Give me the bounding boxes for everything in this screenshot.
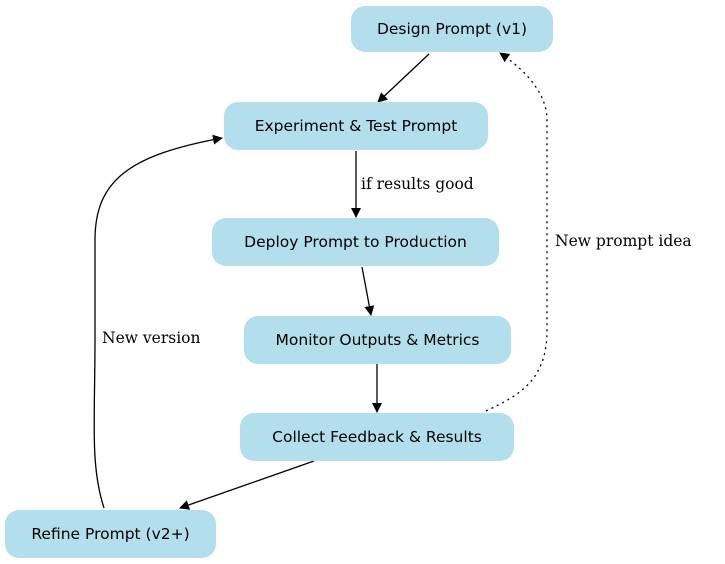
node-collect-feedback-label: Collect Feedback & Results xyxy=(272,428,482,446)
node-refine-prompt-label: Refine Prompt (v2+) xyxy=(31,525,190,543)
edge-label-new-prompt-idea: New prompt idea xyxy=(555,232,692,250)
edge-collect-to-refine xyxy=(179,460,315,510)
edge-label-if-results-good: if results good xyxy=(361,175,474,193)
node-monitor-outputs-label: Monitor Outputs & Metrics xyxy=(275,331,480,349)
node-design-prompt[interactable]: Design Prompt (v1) xyxy=(351,6,553,52)
node-monitor-outputs[interactable]: Monitor Outputs & Metrics xyxy=(244,316,511,364)
node-deploy-production-label: Deploy Prompt to Production xyxy=(244,233,467,251)
node-refine-prompt[interactable]: Refine Prompt (v2+) xyxy=(5,510,216,558)
node-deploy-production[interactable]: Deploy Prompt to Production xyxy=(212,218,499,266)
edge-collect-to-design xyxy=(485,52,548,412)
edge-design-to-experiment xyxy=(377,53,430,103)
node-collect-feedback[interactable]: Collect Feedback & Results xyxy=(240,413,514,461)
edge-deploy-to-monitor xyxy=(361,266,375,316)
edge-refine-to-experiment xyxy=(93,134,223,509)
edge-label-new-version: New version xyxy=(102,329,201,347)
node-experiment-test-label: Experiment & Test Prompt xyxy=(254,117,458,135)
node-experiment-test[interactable]: Experiment & Test Prompt xyxy=(224,102,488,150)
node-design-prompt-label: Design Prompt (v1) xyxy=(376,20,528,38)
